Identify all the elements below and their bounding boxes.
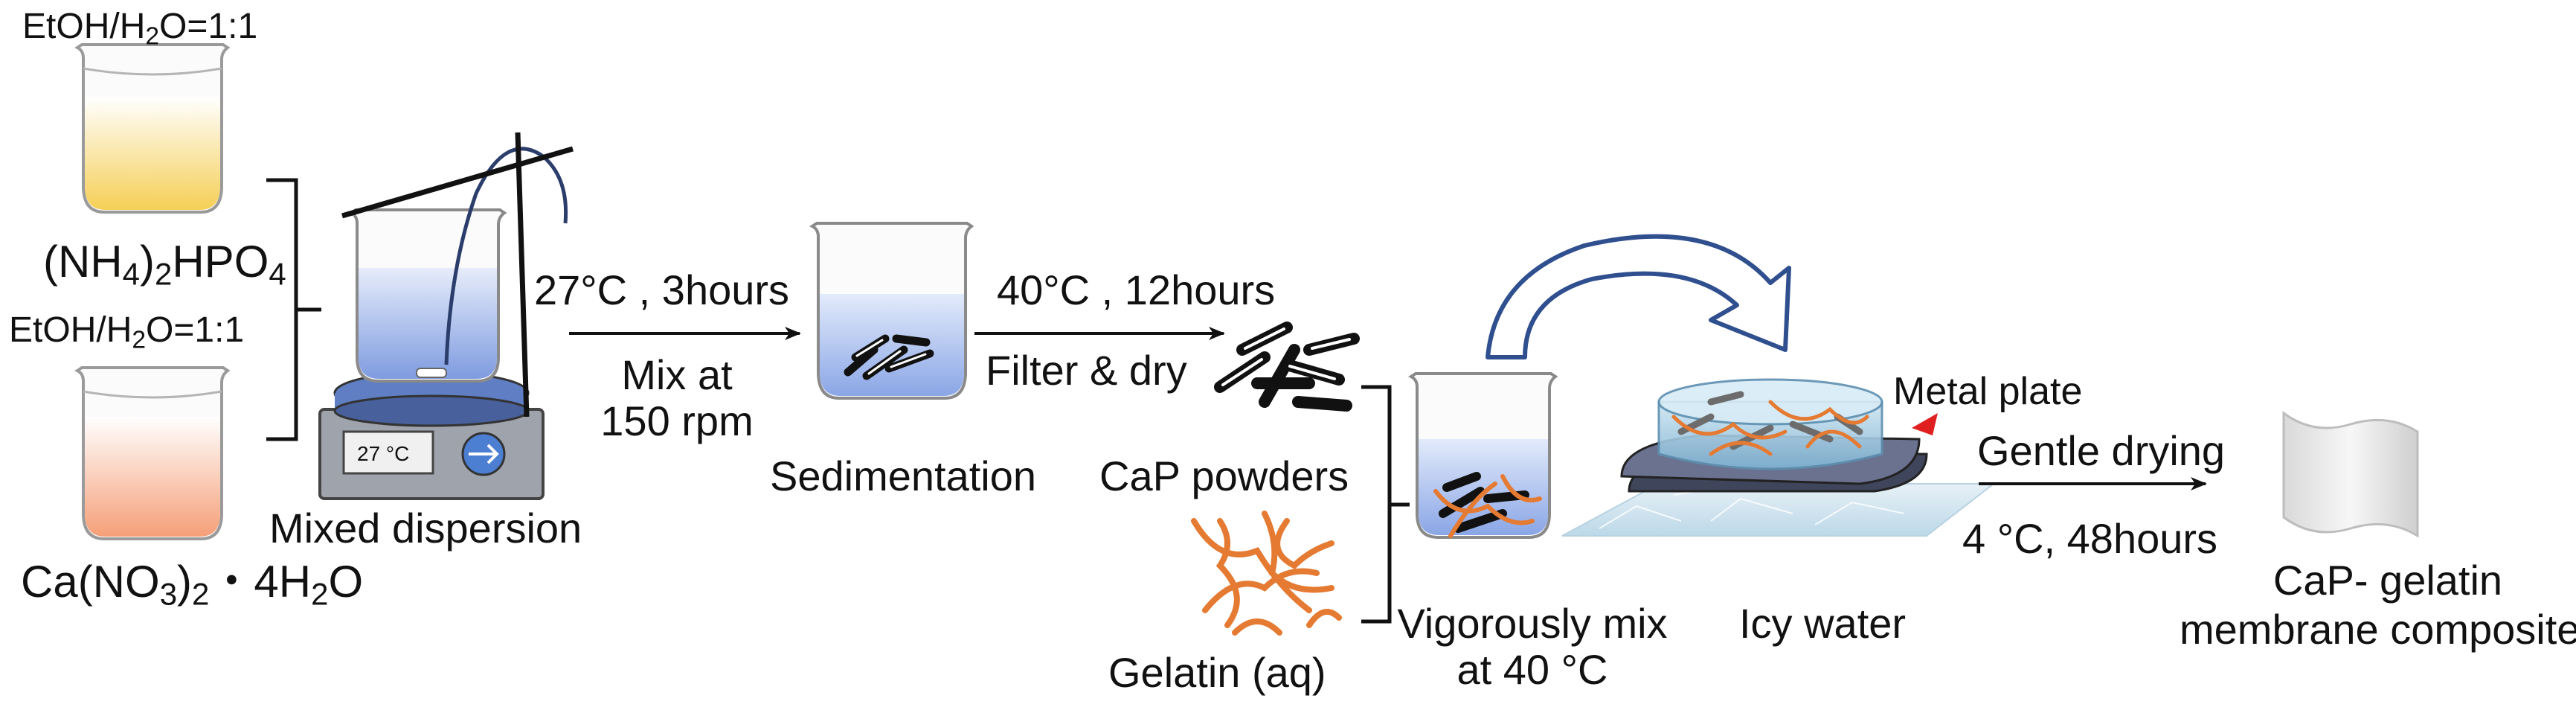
mixing-beaker (1408, 372, 1558, 539)
transfer-arrow (1485, 234, 1791, 359)
gelatin-label: Gelatin (aq) (1108, 649, 1326, 696)
metal-plate-label: Metal plate (1893, 370, 2083, 413)
dispersion-beaker (348, 147, 568, 383)
magnetic-stirrer (318, 371, 545, 500)
step2-condition: 40°C , 12hours (997, 266, 1276, 313)
sedimentation-beaker (809, 222, 974, 400)
product-line1: CaP- gelatin (2273, 557, 2503, 604)
product-line2: membrane composite (2180, 606, 2576, 653)
phosphate-beaker (74, 43, 231, 214)
calcium-beaker (74, 366, 231, 540)
bottom-solvent-label: EtOH/H2O=1:1 (9, 310, 245, 354)
petri-dish (1657, 378, 1883, 470)
drying-condition-label: 4 °C, 48hours (1962, 515, 2218, 562)
calcium-formula: Ca(NO3)2・4H2O (21, 557, 364, 612)
step1-condition: 27°C , 3hours (534, 266, 790, 313)
cap-powders-icon (1214, 322, 1360, 412)
icy-water-bath (1561, 483, 1996, 537)
stirrer-display: 27 °C (357, 442, 410, 465)
step2-action: Filter & dry (986, 347, 1187, 394)
gelatin-fibers-icon (1191, 511, 1342, 636)
metal-plate-marker (1912, 413, 1938, 435)
cap-powders-label: CaP powders (1099, 453, 1349, 499)
membrane-icon (2282, 411, 2419, 538)
top-solvent-label: EtOH/H2O=1:1 (22, 7, 258, 51)
phosphate-formula: (NH4)2HPO4 (43, 237, 286, 292)
retort-stand (341, 132, 574, 418)
vigorous-mix-line2: at 40 °C (1456, 646, 1608, 693)
vigorous-mix-line1: Vigorously mix (1397, 600, 1668, 647)
combine-bracket-2 (1361, 385, 1410, 624)
combine-bracket (266, 178, 321, 441)
step1-mix-line2: 150 rpm (600, 397, 754, 444)
sedimentation-label: Sedimentation (770, 453, 1037, 499)
gentle-drying-label: Gentle drying (1977, 427, 2226, 474)
icy-water-label: Icy water (1739, 600, 1907, 647)
step1-mix-line1: Mix at (621, 351, 733, 398)
mixed-dispersion-label: Mixed dispersion (269, 505, 582, 551)
